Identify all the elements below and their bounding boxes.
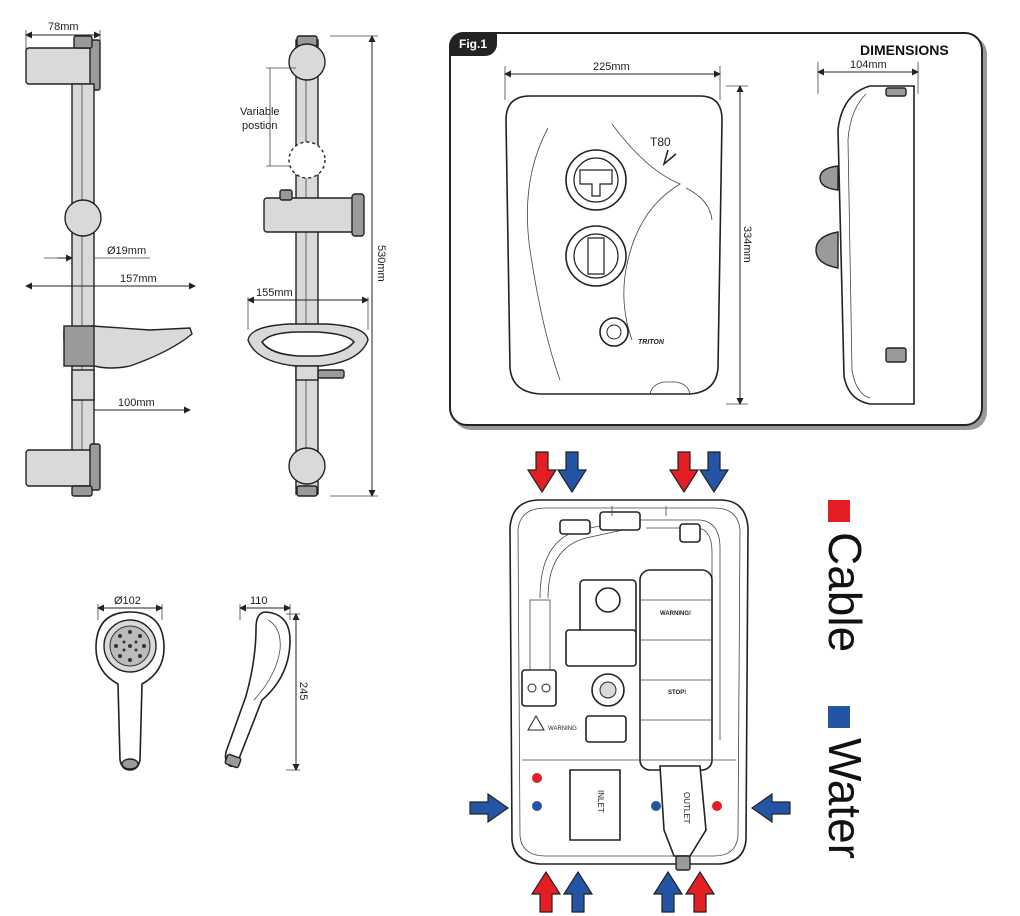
water-legend-label: Water bbox=[819, 738, 871, 859]
outlet-label: OUTLET bbox=[682, 792, 691, 824]
entry-arrows bbox=[469, 451, 791, 913]
cable-legend-label: Cable bbox=[819, 532, 871, 653]
unit-internal-view: WARNING! STOP! WARNING INLET OUTLET bbox=[509, 499, 749, 871]
unit-width-label: 225mm bbox=[593, 61, 630, 73]
cable-arrow-bottom-2 bbox=[684, 870, 716, 913]
stop-sticker-title: STOP! bbox=[668, 690, 686, 696]
slider-head bbox=[263, 197, 361, 233]
water-entry-dot-left bbox=[532, 801, 542, 811]
variable-position-label-2: postion bbox=[242, 120, 277, 132]
handset-side-body bbox=[224, 611, 291, 768]
variable-position-label-1: Variable bbox=[240, 106, 280, 118]
water-arrow-left bbox=[469, 792, 510, 824]
earth-warning-label: WARNING bbox=[548, 726, 577, 732]
rail-diameter-label: Ø19mm bbox=[107, 245, 146, 257]
handset-front-view: Ø102 bbox=[95, 595, 165, 771]
water-arrow-right bbox=[750, 792, 791, 824]
unit-height-label: 334mm bbox=[741, 226, 753, 263]
rail-length-label: 530mm bbox=[375, 245, 387, 282]
inlet-housing bbox=[569, 769, 621, 841]
variable-ball-ghost bbox=[288, 141, 326, 179]
water-arrow-top-2 bbox=[698, 451, 730, 494]
cable-arrow-top-1 bbox=[526, 451, 558, 494]
warning-sticker-title: WARNING! bbox=[660, 611, 691, 617]
water-entry-dot-center bbox=[651, 801, 661, 811]
figure-frame bbox=[449, 32, 983, 426]
figure-tag: Fig.1 bbox=[449, 32, 497, 56]
water-legend-swatch bbox=[828, 706, 850, 728]
holder-spacing-label: 100mm bbox=[118, 397, 155, 409]
cable-arrow-top-2 bbox=[668, 451, 700, 494]
water-arrow-bottom-1 bbox=[562, 870, 594, 913]
cable-arrow-bottom-1 bbox=[530, 870, 562, 913]
bottom-end-cap bbox=[288, 447, 326, 485]
unit-side-view: 104mm bbox=[815, 59, 919, 405]
model-label: T80 bbox=[650, 135, 671, 149]
soap-dish-side-label: 157mm bbox=[120, 273, 157, 285]
cable-entry-dot-left-top bbox=[532, 773, 542, 783]
unit-side-body bbox=[837, 85, 915, 405]
bottom-bracket bbox=[25, 449, 99, 487]
water-arrow-bottom-2 bbox=[652, 870, 684, 913]
unit-depth-label: 104mm bbox=[850, 59, 887, 71]
unit-front-view: 225mm T80 TRITON 334mm bbox=[504, 61, 753, 405]
riser-side-view: 78mm Ø19mm 157mm 100mm bbox=[25, 21, 196, 497]
figure-heading: DIMENSIONS bbox=[860, 42, 949, 58]
cable-entry-dot-right bbox=[712, 801, 722, 811]
bracket-width-label: 78mm bbox=[48, 21, 79, 33]
slider-ball bbox=[64, 199, 102, 237]
handset-length-label: 245 bbox=[297, 682, 309, 700]
handset-diameter-label: Ø102 bbox=[114, 595, 141, 607]
handset-depth-label: 110 bbox=[250, 595, 268, 607]
soap-dish-front-label: 155mm bbox=[256, 287, 293, 299]
cable-legend-swatch bbox=[828, 500, 850, 522]
top-bracket bbox=[25, 47, 99, 85]
inlet-label: INLET bbox=[596, 790, 605, 813]
water-arrow-top-1 bbox=[556, 451, 588, 494]
riser-front-view: Variable postion 530mm 155mm bbox=[240, 35, 387, 497]
top-end-cap bbox=[288, 43, 326, 81]
handset-side-view: 110 245 bbox=[224, 595, 309, 771]
terminal-block bbox=[521, 669, 557, 707]
brand-label: TRITON bbox=[638, 339, 665, 346]
